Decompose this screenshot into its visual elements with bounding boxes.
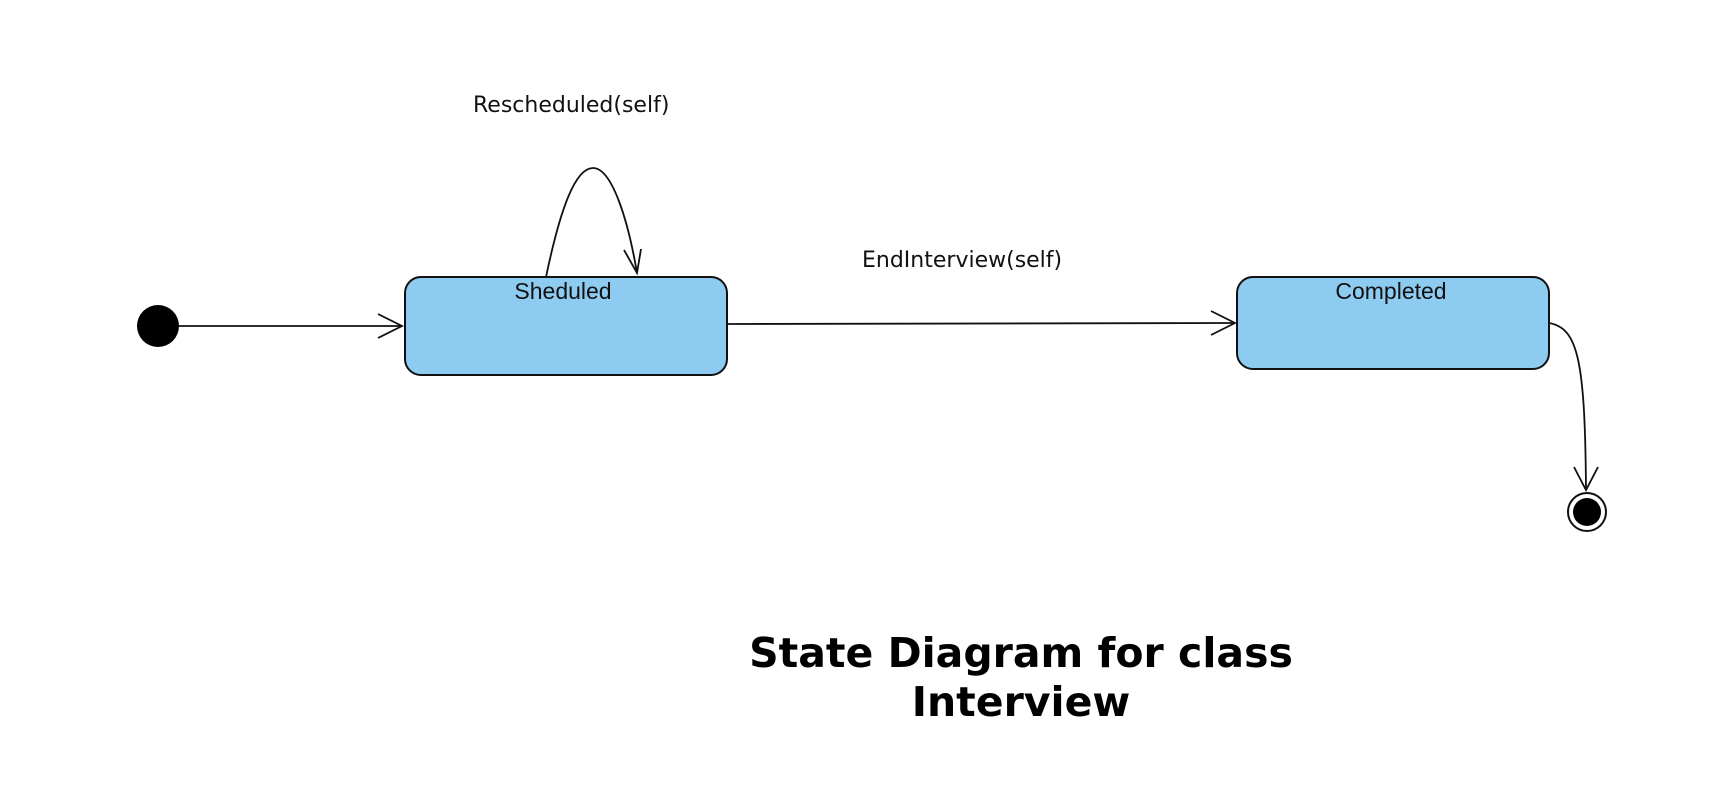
state-completed: Completed bbox=[1236, 276, 1550, 370]
arrowhead-icon bbox=[377, 313, 405, 339]
state-scheduled-label: Sheduled bbox=[514, 278, 611, 304]
diagram-caption-line2: Interview bbox=[912, 678, 1131, 726]
transition-completed-to-final bbox=[1548, 322, 1599, 492]
transition-end-interview-label: EndInterview(self) bbox=[862, 248, 1062, 273]
arrowhead-icon bbox=[623, 248, 642, 276]
state-completed-label: Completed bbox=[1335, 278, 1446, 304]
state-scheduled: Sheduled bbox=[404, 276, 728, 376]
arrowhead-icon bbox=[1573, 466, 1599, 492]
transition-initial-to-scheduled bbox=[179, 313, 405, 339]
final-state bbox=[1567, 492, 1607, 532]
transition-end-interview: EndInterview(self) bbox=[726, 248, 1238, 336]
initial-state bbox=[137, 305, 179, 347]
diagram-caption-line1: State Diagram for class bbox=[749, 629, 1293, 677]
transition-rescheduled-label: Rescheduled(self) bbox=[473, 93, 669, 118]
arrowhead-icon bbox=[1210, 310, 1238, 336]
transition-rescheduled: Rescheduled(self) bbox=[473, 93, 669, 278]
